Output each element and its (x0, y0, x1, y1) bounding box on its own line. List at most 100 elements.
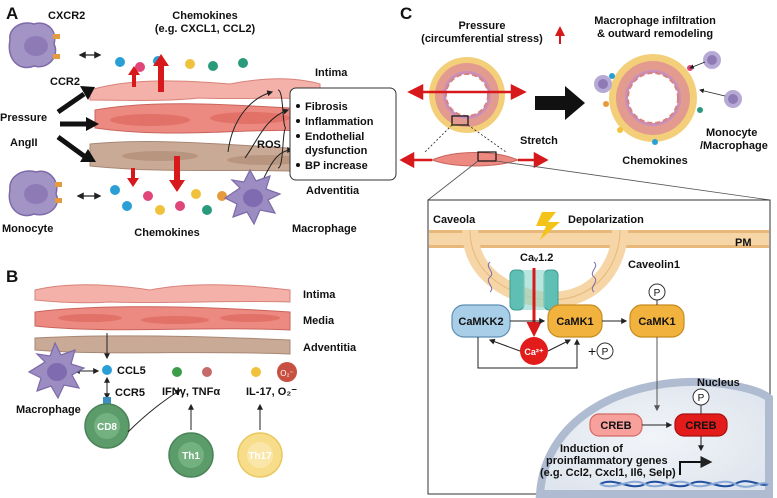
dna-strand-2 (599, 480, 769, 488)
ca-to-camkk2-arrow (488, 338, 521, 352)
cxcr2-receptor-icon (53, 34, 60, 39)
adventitia-label-a: Adventitia (306, 185, 360, 197)
ccl5-label: CCL5 (117, 365, 146, 377)
monocyte-pointer-2 (689, 61, 706, 69)
chemokines-title-line2: (e.g. CXCL1, CCL2) (155, 23, 256, 35)
stretched-cell (430, 152, 520, 167)
ccr5-receptor-icon (103, 397, 111, 404)
intima-label-a: Intima (315, 67, 348, 79)
p-label-1: P (654, 288, 661, 299)
infiltration-line1: Macrophage infiltration (594, 15, 716, 27)
panel-b-label: B (6, 267, 18, 286)
monocyte-pointer-1 (699, 88, 726, 97)
adventitia-layer-b (34, 335, 291, 355)
chemokines-bottom-label: Chemokines (134, 227, 199, 239)
o2-bubble-icon (277, 362, 297, 382)
red-arrows-a (127, 54, 185, 192)
media-layer-a (94, 103, 321, 134)
intima-label-b: Intima (303, 289, 336, 301)
stress-arrows-c (407, 83, 527, 101)
cxcr2-label: CXCR2 (48, 10, 85, 22)
monocyte-label-a: Monocyte (2, 223, 53, 235)
chemokines-label-c: Chemokines (622, 155, 687, 167)
creb-label-a: CREB (600, 420, 631, 432)
effect-endothelial: Endothelial (305, 131, 364, 143)
p-bubble-2 (596, 342, 614, 360)
ccr5-label: CCR5 (115, 387, 145, 399)
plus-sign-icon: + (588, 343, 596, 359)
pressure-arrows-a (56, 86, 99, 162)
depolarization-label: Depolarization (568, 214, 644, 226)
effects-list: Fibrosis Inflammation Endothelial dysfun… (296, 101, 374, 172)
stretch-arrows (399, 151, 549, 169)
caveola-label: Caveola (433, 214, 476, 226)
pressure-line2-c: (circumferential stress) (421, 33, 543, 45)
nucleus-label: Nucleus (697, 377, 740, 389)
ca-bubble (520, 337, 548, 365)
il17-label: IL-17, O₂⁻ (246, 386, 297, 398)
transcription-start-arrow (679, 456, 713, 475)
cd8-to-th1-arrow (127, 389, 181, 433)
th17-label: Th17 (248, 451, 272, 462)
cd8-label: CD8 (97, 422, 117, 433)
zoom-line-right (495, 160, 771, 201)
caveolin1-label: Caveolin1 (628, 259, 680, 271)
pressure-line1-c: Pressure (458, 20, 505, 32)
feedback-line (477, 337, 580, 369)
intima-layer-b (34, 284, 291, 304)
ccl5-dot-icon (102, 365, 112, 375)
p-label-3: P (698, 393, 705, 404)
infiltration-line2: & outward remodeling (597, 28, 713, 40)
camk1-label-a: CaMK1 (556, 316, 593, 328)
big-right-arrow-icon (535, 86, 585, 120)
caveolin-squiggle-2 (591, 261, 597, 293)
ifn-label: IFNγ, TNFα (162, 386, 220, 398)
ccr2-receptor-icon (53, 54, 60, 59)
stretch-label: Stretch (520, 135, 558, 147)
tnf-dot-icon (202, 367, 212, 377)
effect-inflammation: Inflammation (305, 116, 374, 128)
pm-label: PM (735, 237, 752, 249)
pressure-label-a: Pressure (0, 112, 47, 124)
bracket (277, 89, 287, 169)
ccr2-label: CCR2 (50, 76, 80, 88)
lightning-icon (536, 212, 560, 240)
ca-label: Ca²⁺ (524, 347, 544, 357)
panel-a-label: A (6, 4, 18, 23)
effects-box (289, 87, 397, 181)
induction-line3: (e.g. Ccl2, Cxcl1, Il6, Selp) (540, 467, 676, 479)
induction-line1: Induction of (560, 443, 623, 455)
vessel-cross-section-right (603, 54, 703, 145)
ca-to-camk1-arrow (547, 339, 572, 352)
intima-layer-a (89, 78, 321, 101)
macrophage-label-b: Macrophage (16, 404, 81, 416)
camk1-label-b: CaMK1 (638, 316, 675, 328)
o2-bubble-label: O₂⁻ (280, 369, 294, 378)
zoom-line-left (427, 160, 479, 201)
il17-dot-icon (251, 367, 261, 377)
panel-c-label: C (400, 4, 412, 23)
monocytes-c (594, 51, 742, 108)
effect-dysfunction: dysfunction (305, 145, 368, 157)
monocyte-top (8, 22, 60, 69)
caveolin-squiggle-1 (487, 261, 493, 293)
chemokine-dots-bottom (110, 185, 227, 215)
effect-bp-increase: BP increase (305, 160, 368, 172)
angii-label: AngII (10, 137, 38, 149)
p-label-2: P (602, 347, 609, 358)
induction-line2: proinflammatory genes (546, 455, 668, 467)
media-layer-b (34, 306, 291, 331)
chemokines-title-line1: Chemokines (172, 10, 237, 22)
adventitia-label-b: Adventitia (303, 342, 357, 354)
ifn-dot-icon (172, 367, 182, 377)
camkk2-label: CaMKK2 (458, 316, 503, 328)
plasma-membrane (429, 230, 769, 248)
adventitia-layer-a (89, 141, 321, 173)
vessel-cross-section-left (429, 57, 505, 133)
monocyte-line2-c: /Macrophage (700, 140, 768, 152)
macrophage-a (223, 168, 282, 226)
macrophage-label-a: Macrophage (292, 223, 357, 235)
creb-label-b: CREB (685, 420, 716, 432)
ros-label: ROS (257, 139, 281, 151)
